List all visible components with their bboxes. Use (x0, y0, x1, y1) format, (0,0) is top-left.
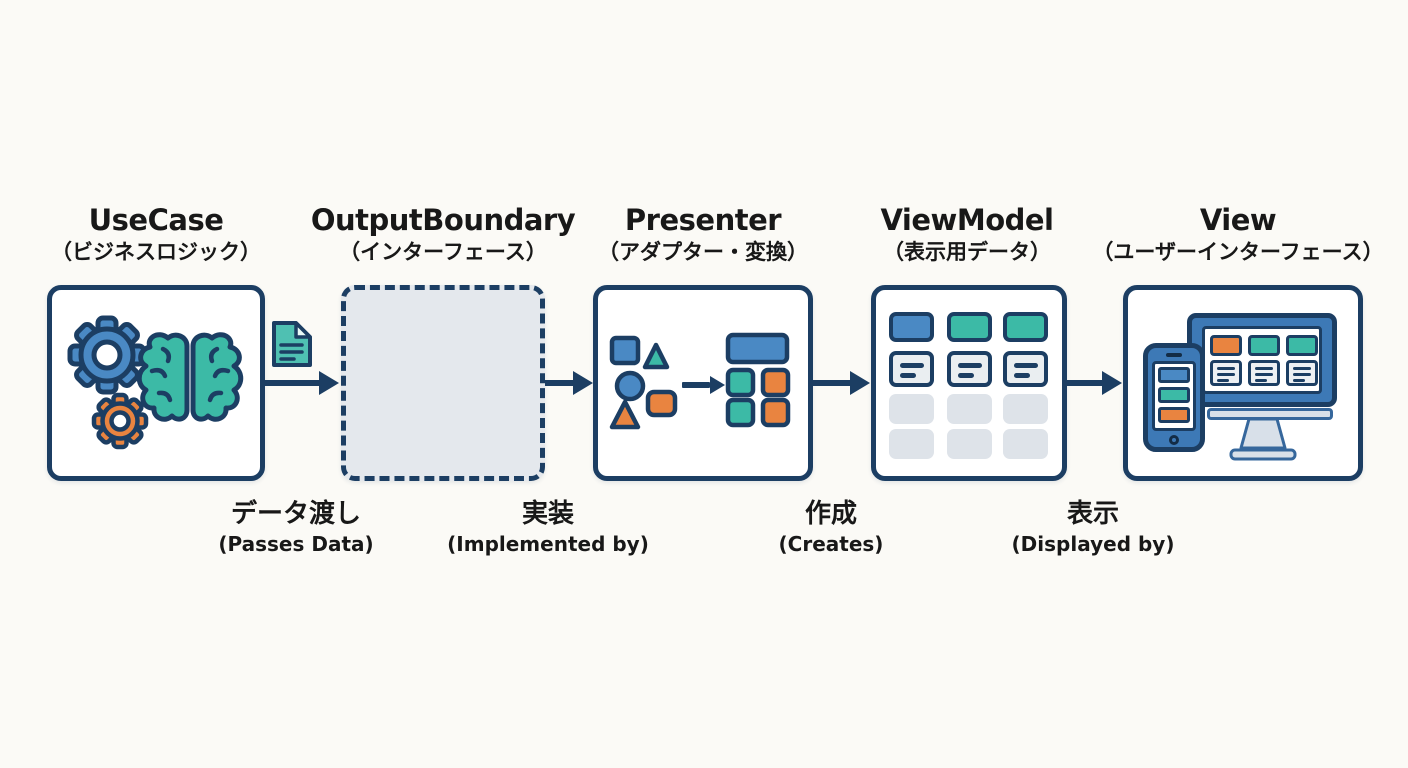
transition-label-displayed-by: 表示 (Displayed by) (953, 497, 1233, 557)
transition-jp-label: 実装 (521, 499, 574, 529)
table-cell (947, 429, 992, 459)
transition-label-implemented-by: 実装 (Implemented by) (408, 497, 688, 557)
scattered-shapes-icon (609, 335, 678, 430)
table-cell (1003, 429, 1048, 459)
table-cell (1003, 394, 1048, 424)
ui-card (1248, 335, 1280, 356)
transition-en-label: (Implemented by) (447, 532, 649, 556)
phone-screen (1152, 361, 1196, 431)
table-cell (889, 312, 934, 342)
stage-title: View (1199, 203, 1277, 237)
gears-brain-icon (67, 315, 244, 450)
table-cell (889, 351, 934, 387)
stage-title: UseCase (88, 203, 224, 237)
table-cell (947, 312, 992, 342)
transform-arrow-icon (682, 376, 725, 394)
transition-jp-label: データ渡し (230, 499, 361, 529)
ui-card (1286, 335, 1318, 356)
transition-en-label: (Creates) (778, 532, 884, 556)
stage-subtitle: （表示用データ） (883, 240, 1051, 264)
ui-card (1158, 367, 1190, 383)
monitor-screen (1202, 326, 1322, 394)
ui-card (1158, 407, 1190, 423)
flow-arrow-outputboundary-to-presenter (545, 371, 593, 395)
transition-jp-label: 作成 (804, 499, 857, 529)
view-box (1123, 285, 1363, 481)
transition-label-creates: 作成 (Creates) (691, 497, 971, 557)
shapes-to-grid-icon (609, 332, 791, 430)
stage-title: ViewModel (880, 203, 1054, 237)
flow-arrow-presenter-to-viewmodel (813, 371, 870, 395)
table-cell (889, 394, 934, 424)
stage-subtitle: （インターフェース） (339, 240, 547, 264)
stage-header-viewmodel: ViewModel （表示用データ） (807, 202, 1127, 266)
smartphone-icon (1143, 343, 1205, 452)
stage-header-output-boundary: OutputBoundary （インターフェース） (283, 202, 603, 266)
usecase-box (47, 285, 265, 481)
ui-card (1286, 360, 1318, 386)
stage-subtitle: （ビジネスロジック） (51, 240, 261, 264)
small-gear-icon (91, 392, 149, 450)
table-cell (947, 394, 992, 424)
monitor-icon (1187, 313, 1337, 407)
stage-header-presenter: Presenter （アダプター・変換） (543, 202, 863, 266)
transition-label-passes-data: データ渡し (Passes Data) (156, 497, 436, 557)
ui-card (1210, 360, 1242, 386)
flow-arrow-viewmodel-to-view (1067, 371, 1122, 395)
table-cell (947, 351, 992, 387)
presenter-box (593, 285, 813, 481)
output-boundary-box (341, 285, 545, 481)
ui-card (1158, 387, 1190, 403)
stage-subtitle: （アダプター・変換） (598, 240, 808, 264)
ui-card (1210, 335, 1242, 356)
stage-title: Presenter (624, 203, 782, 237)
table-cell (889, 429, 934, 459)
phone-home-button (1169, 435, 1179, 445)
transition-jp-label: 表示 (1066, 499, 1119, 529)
transition-en-label: (Passes Data) (218, 532, 374, 556)
flow-arrow-usecase-to-outputboundary (263, 371, 339, 395)
organized-grid-icon (725, 332, 791, 428)
stage-header-usecase: UseCase （ビジネスロジック） (0, 202, 312, 266)
large-gear-icon (67, 315, 147, 395)
stage-header-view: View （ユーザーインターフェース） (1073, 202, 1403, 266)
viewmodel-box (871, 285, 1067, 481)
document-icon (272, 321, 312, 367)
phone-speaker (1166, 353, 1182, 357)
table-cell (1003, 312, 1048, 342)
transition-en-label: (Displayed by) (1011, 532, 1175, 556)
monitor-stand (1229, 418, 1297, 461)
ui-card (1248, 360, 1280, 386)
brain-icon (136, 332, 244, 422)
table-cell (1003, 351, 1048, 387)
stage-subtitle: （ユーザーインターフェース） (1092, 240, 1384, 264)
stage-title: OutputBoundary (310, 203, 576, 237)
